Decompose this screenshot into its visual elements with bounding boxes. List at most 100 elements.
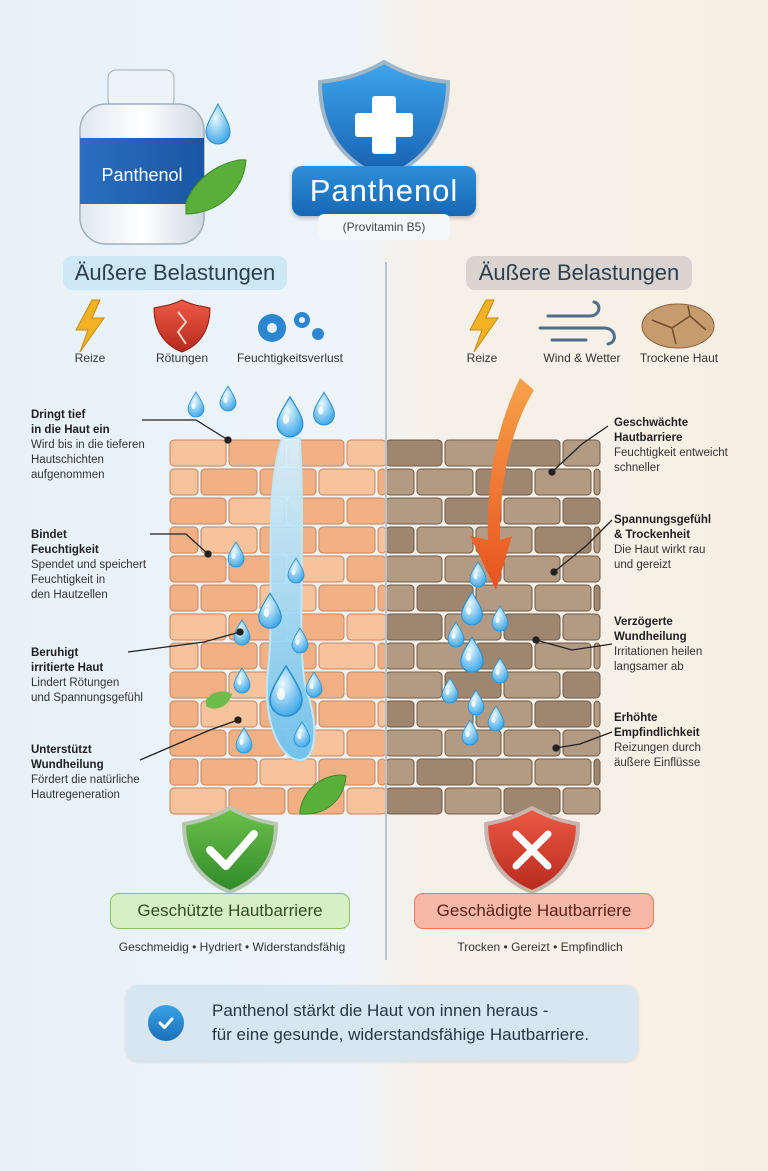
healthy-barrier-label: Geschützte Hautbarriere — [110, 893, 350, 929]
healthy-brick — [169, 613, 227, 641]
annotation-left-1: Dringt tief in die Haut ein Wird bis in … — [31, 408, 161, 483]
dry-brick — [503, 439, 561, 467]
dry-brick — [562, 671, 601, 699]
dry-brick — [534, 700, 592, 728]
dry-brick — [475, 584, 533, 612]
dry-brick — [593, 642, 601, 670]
dry-brick — [562, 613, 601, 641]
annotation-title: Beruhigt irritierte Haut — [31, 647, 104, 674]
right-stress-title: Äußere Belastungen — [466, 256, 692, 290]
healthy-brick — [169, 787, 227, 815]
annotation-text: Lindert Rötungen und Spannungsgefühl — [31, 677, 143, 704]
healthy-brick — [318, 526, 376, 554]
dry-brick — [534, 526, 592, 554]
left-stress-title: Äußere Belastungen — [63, 256, 287, 290]
healthy-brick — [377, 584, 387, 612]
dry-brick — [593, 758, 601, 786]
healthy-brick — [377, 758, 387, 786]
page-title: Panthenol — [292, 166, 476, 216]
healthy-brick — [169, 671, 227, 699]
wind-icon — [538, 300, 616, 346]
gears-icon — [258, 312, 324, 342]
healthy-brick — [346, 787, 387, 815]
healthy-brick — [318, 468, 376, 496]
healthy-brick — [259, 758, 317, 786]
dry-brick — [385, 555, 443, 583]
dry-brick — [503, 497, 561, 525]
water-drop — [460, 636, 484, 673]
annotation-title: Geschwächte Hautbarriere — [614, 417, 689, 444]
dry-brick — [562, 439, 601, 467]
healthy-brick — [200, 758, 258, 786]
dry-brick — [385, 526, 415, 554]
dry-brick — [385, 468, 415, 496]
leaf-icon — [299, 774, 347, 815]
annotation-title: Erhöhte Empfindlichkeit — [614, 712, 700, 739]
annotation-text: Feuchtigkeit entweicht schneller — [614, 447, 728, 474]
stress-label-reize: Reize — [74, 351, 106, 365]
dry-brick — [416, 700, 474, 728]
healthy-brick — [169, 439, 227, 467]
damaged-brick-wall — [385, 439, 601, 815]
dry-brick — [416, 526, 474, 554]
healthy-brick — [169, 700, 199, 728]
page-subtitle: (Provitamin B5) — [318, 214, 450, 240]
healthy-brick — [169, 584, 199, 612]
shield-cross-icon — [317, 59, 451, 181]
annotation-text: Die Haut wirkt rau und gereizt — [614, 544, 706, 571]
healthy-brick — [377, 468, 387, 496]
annotation-right-3: Verzögerte Wundheilung Irritationen heil… — [614, 615, 754, 675]
dry-skin-icon — [641, 303, 715, 349]
healthy-brick — [169, 526, 199, 554]
healthy-brick — [346, 729, 387, 757]
stress-label-reize-right: Reize — [466, 351, 498, 365]
water-drop — [219, 385, 237, 412]
healthy-brick — [346, 613, 387, 641]
annotation-left-4: Unterstützt Wundheilung Fördert die natü… — [31, 743, 161, 803]
healthy-brick — [377, 526, 387, 554]
damaged-traits: Trocken • Gereizt • Empfindlich — [457, 940, 623, 954]
check-circle-icon — [148, 1005, 184, 1041]
dry-brick — [503, 555, 561, 583]
dry-brick — [475, 758, 533, 786]
healthy-brick — [346, 555, 387, 583]
dry-brick — [416, 468, 474, 496]
healthy-brick — [377, 700, 387, 728]
healthy-brick — [346, 439, 387, 467]
lightning-icon — [75, 299, 105, 353]
dry-brick — [385, 671, 443, 699]
dry-brick — [593, 700, 601, 728]
dry-brick — [503, 671, 561, 699]
healthy-brick — [318, 700, 376, 728]
annotation-text: Reizungen durch äußere Einflüsse — [614, 742, 701, 769]
healthy-brick — [318, 642, 376, 670]
water-drop — [312, 391, 336, 426]
annotation-left-3: Beruhigt irritierte Haut Lindert Rötunge… — [31, 646, 161, 706]
dry-brick — [385, 439, 443, 467]
dry-brick — [562, 555, 601, 583]
dry-brick — [385, 613, 443, 641]
x-shield-icon — [483, 805, 581, 895]
dry-brick — [416, 758, 474, 786]
dry-brick — [503, 613, 561, 641]
healthy-brick — [169, 729, 227, 757]
annotation-right-1: Geschwächte Hautbarriere Feuchtigkeit en… — [614, 416, 754, 476]
summary-banner: Panthenol stärkt die Haut von innen hera… — [126, 985, 638, 1061]
stress-label-roetungen: Rötungen — [155, 351, 209, 365]
dry-brick — [534, 584, 592, 612]
annotation-title: Dringt tief in die Haut ein — [31, 409, 110, 436]
healthy-brick — [346, 671, 387, 699]
water-drop — [187, 391, 205, 418]
dry-brick — [534, 758, 592, 786]
dry-brick — [385, 584, 415, 612]
healthy-brick — [200, 642, 258, 670]
annotation-title: Unterstützt Wundheilung — [31, 744, 104, 771]
leaf-icon — [206, 691, 232, 709]
healthy-brick — [346, 497, 387, 525]
annotation-text: Irritationen heilen langsamer ab — [614, 646, 703, 673]
annotation-right-2: Spannungsgefühl & Trockenheit Die Haut w… — [614, 513, 754, 573]
healthy-traits: Geschmeidig • Hydriert • Widerstandsfähi… — [118, 940, 346, 954]
bottle-label: Panthenol — [101, 165, 182, 185]
dry-brick — [444, 787, 502, 815]
